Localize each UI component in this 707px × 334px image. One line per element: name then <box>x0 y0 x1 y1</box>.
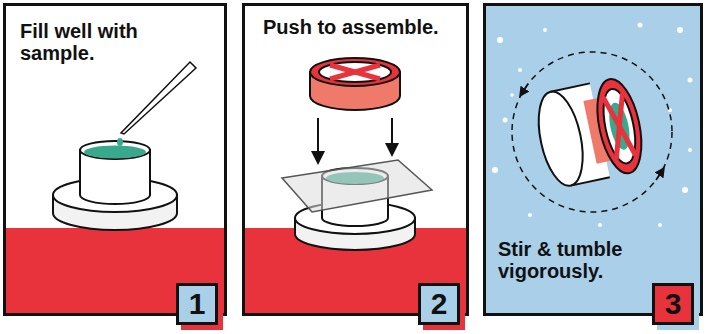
tumble-arrow <box>522 84 528 93</box>
membrane-sheet <box>282 160 432 212</box>
tumble-path <box>512 52 672 212</box>
step-number-box: 2 <box>418 283 460 325</box>
push-arrow <box>391 118 393 150</box>
step-caption: Fill well with sample. <box>20 20 150 64</box>
push-arrow <box>317 118 319 158</box>
sample-well <box>53 141 177 230</box>
panel-ground <box>3 3 227 316</box>
panel-ground <box>483 3 703 316</box>
callout-number: 2 <box>431 288 448 320</box>
pipette <box>117 62 196 146</box>
step-panel: Stir & tumble vigorously.3 <box>483 3 703 316</box>
tumble-arrow <box>656 171 662 180</box>
step-number-box: 3 <box>652 283 694 325</box>
red-holder-ring <box>310 58 400 110</box>
step-caption: Stir & tumble vigorously. <box>498 238 648 282</box>
step-panel: Push to assemble.2 <box>242 3 469 316</box>
step-number-box: 1 <box>176 283 218 325</box>
bubbles <box>492 23 693 228</box>
callout-number: 3 <box>665 288 682 320</box>
step-caption: Push to assemble. <box>263 16 463 38</box>
callout-number: 1 <box>189 288 206 320</box>
panel-ground <box>242 3 469 316</box>
step-panel: Fill well with sample.1 <box>3 3 227 316</box>
assembled-device <box>531 75 649 190</box>
